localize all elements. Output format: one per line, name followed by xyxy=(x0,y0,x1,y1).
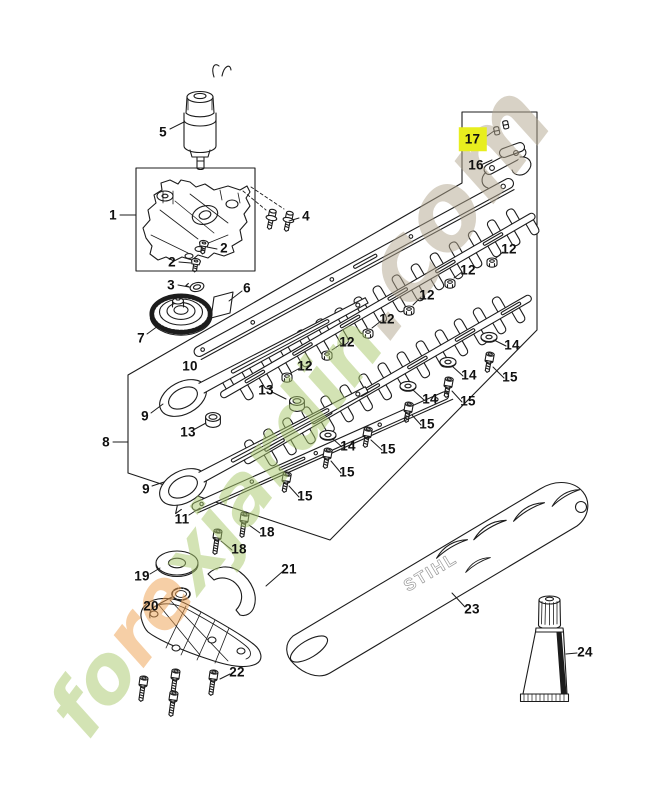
pin-17b xyxy=(501,119,510,130)
lock-washer xyxy=(185,281,205,293)
guide-bar xyxy=(193,177,515,361)
screw-2b xyxy=(189,257,202,274)
snap-ring xyxy=(171,587,191,601)
large-washer xyxy=(155,550,199,578)
cutter-blade-lower xyxy=(242,288,532,474)
blade-connector xyxy=(481,142,532,189)
gearbox-housing xyxy=(142,179,251,262)
label-plate xyxy=(210,291,234,319)
connecting-rod-lower xyxy=(159,386,369,515)
backing-strip xyxy=(191,391,454,514)
assembly-frame xyxy=(127,111,538,541)
blade-scabbard: STIHL xyxy=(286,482,589,677)
assembly-dashes xyxy=(242,186,285,211)
connecting-rod-upper xyxy=(159,297,369,417)
grease-tube xyxy=(519,595,570,703)
leader-lines xyxy=(112,121,578,680)
gear xyxy=(149,293,213,336)
motor xyxy=(183,64,232,171)
gear-cover xyxy=(140,566,262,668)
screw-4b xyxy=(280,209,297,233)
screw-4a xyxy=(263,207,280,231)
cutter-blade-upper xyxy=(218,200,541,408)
